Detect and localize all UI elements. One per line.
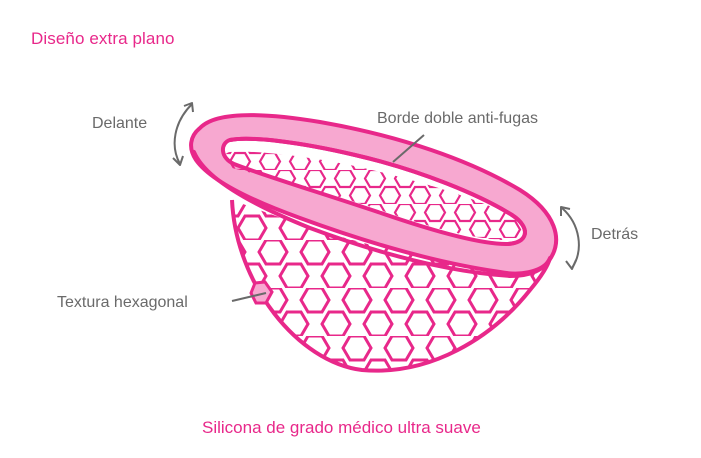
back-label: Detrás bbox=[591, 226, 639, 243]
double-rim bbox=[189, 113, 559, 279]
rim-leader-line bbox=[392, 134, 425, 163]
page-title: Diseño extra plano bbox=[31, 29, 175, 48]
back-rotation-arrow-icon bbox=[560, 206, 580, 270]
texture-leader-line bbox=[231, 292, 267, 302]
texture-label: Textura hexagonal bbox=[57, 294, 188, 311]
rim-label: Borde doble anti-fugas bbox=[377, 110, 538, 127]
front-rotation-arrow-icon bbox=[172, 102, 194, 166]
highlighted-hexagon bbox=[249, 280, 274, 305]
front-label: Delante bbox=[92, 115, 148, 132]
material-caption: Silicona de grado médico ultra suave bbox=[202, 418, 481, 437]
